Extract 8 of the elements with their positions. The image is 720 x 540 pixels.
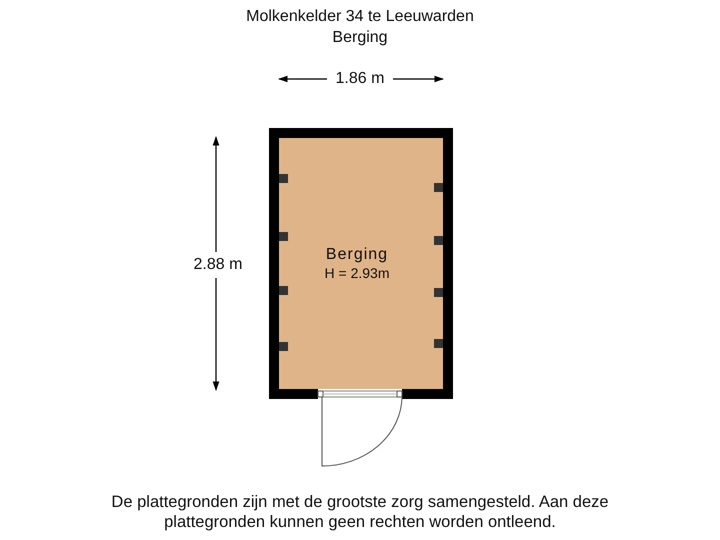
plan-title: Molkenkelder 34 te Leeuwarden (246, 8, 474, 25)
dimension-label: 1.86 m (336, 70, 384, 87)
plan-subtitle: Berging (332, 29, 388, 46)
room-floor (279, 138, 443, 389)
disclaimer-text: De plattegronden zijn met de grootste zorg samengesteld. Aan deze plattegronden kunnen geen rechten worden ontleend. (111, 493, 609, 531)
ceiling-height: H = 2.93m (324, 264, 390, 282)
dimension-label: 2.88 m (194, 256, 242, 273)
room-name: Berging (326, 245, 388, 264)
